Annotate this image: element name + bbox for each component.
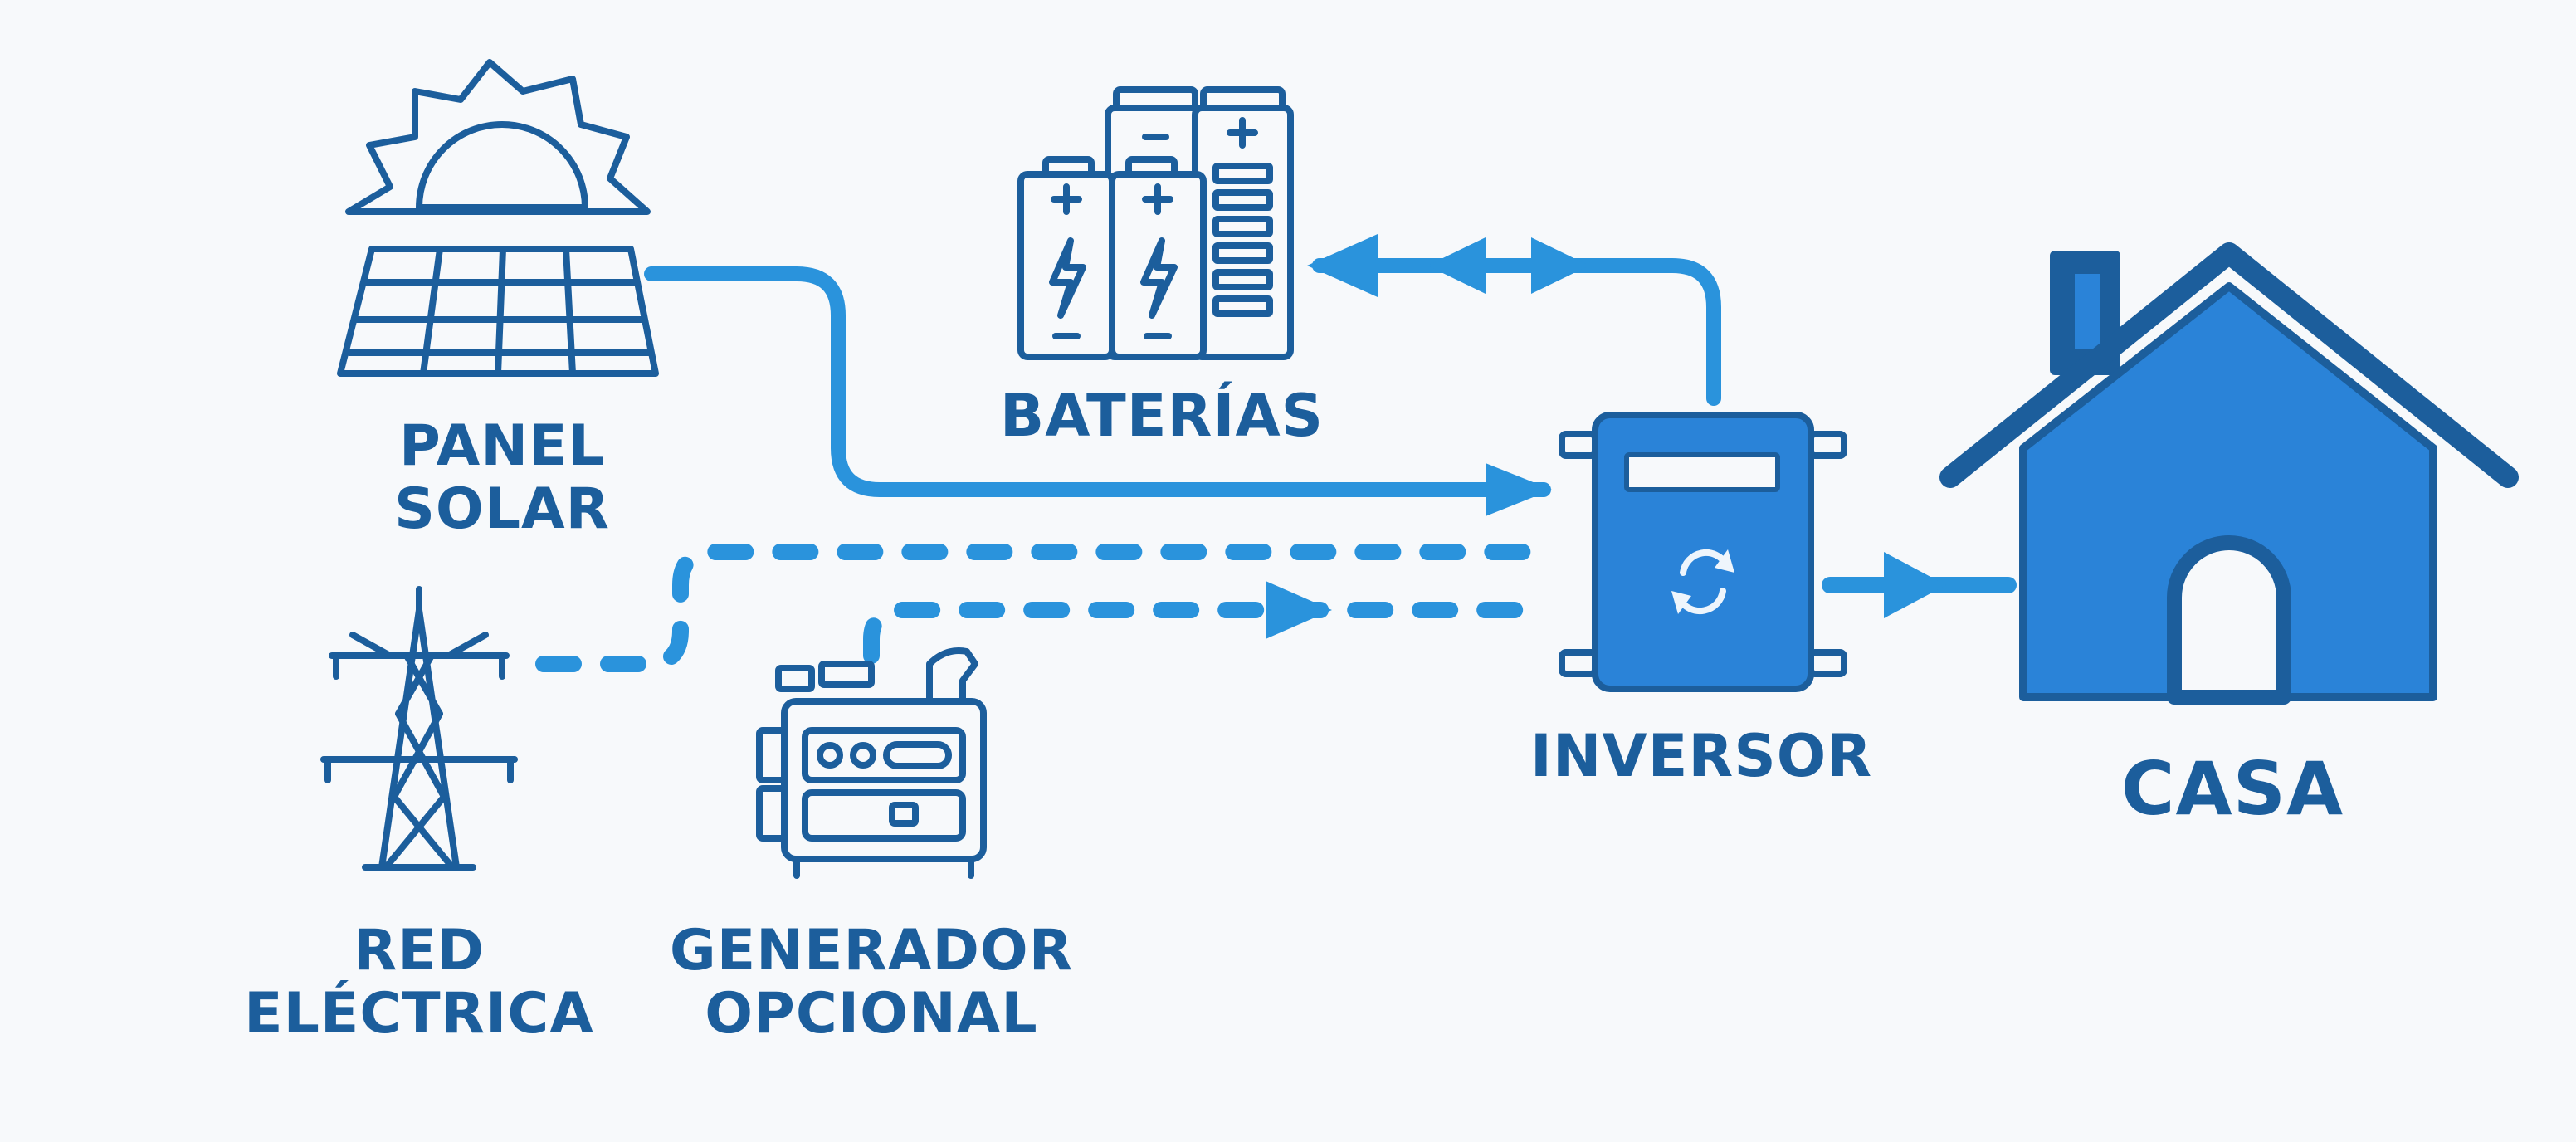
power-tower-icon xyxy=(320,586,518,871)
label-generator: GENERADOR OPCIONAL xyxy=(622,918,1120,1047)
arrow-inverter-to-house xyxy=(1884,552,1946,618)
label-grid: RED ELÉCTRICA xyxy=(199,918,639,1047)
label-grid-line1: RED xyxy=(353,918,485,983)
arrow-bidirectional-left xyxy=(1427,237,1486,294)
house-icon xyxy=(1939,242,2519,705)
label-batteries-text: BATERÍAS xyxy=(999,382,1325,450)
label-inverter-text: INVERSOR xyxy=(1530,722,1873,790)
inverter-icon xyxy=(1559,412,1847,692)
connection-inverter-to-batteries xyxy=(1312,258,1721,406)
label-solar-panel-line1: PANEL xyxy=(399,413,605,479)
label-generator-line1: GENERADOR xyxy=(669,918,1074,983)
arrow-to-batteries xyxy=(1307,234,1378,297)
arrow-bidirectional-right xyxy=(1531,237,1589,294)
label-batteries: BATERÍAS xyxy=(954,382,1369,450)
label-house: CASA xyxy=(2058,746,2407,832)
label-solar-panel: PANEL SOLAR xyxy=(332,413,672,543)
generator-icon xyxy=(756,647,987,879)
label-solar-panel-line2: SOLAR xyxy=(393,476,611,543)
connection-generator-to-inverter xyxy=(863,602,1552,664)
arrow-solar-to-inverter xyxy=(1486,463,1552,516)
solar-panel-icon xyxy=(337,59,659,377)
label-inverter: INVERSOR xyxy=(1494,722,1909,790)
battery-icon xyxy=(1017,86,1294,360)
label-house-text: CASA xyxy=(2120,746,2344,832)
label-grid-line2: ELÉCTRICA xyxy=(244,981,594,1047)
label-generator-line2: OPCIONAL xyxy=(705,981,1038,1047)
connection-solar-to-inverter xyxy=(644,266,1551,497)
arrow-generator-to-inverter xyxy=(1266,581,1332,639)
